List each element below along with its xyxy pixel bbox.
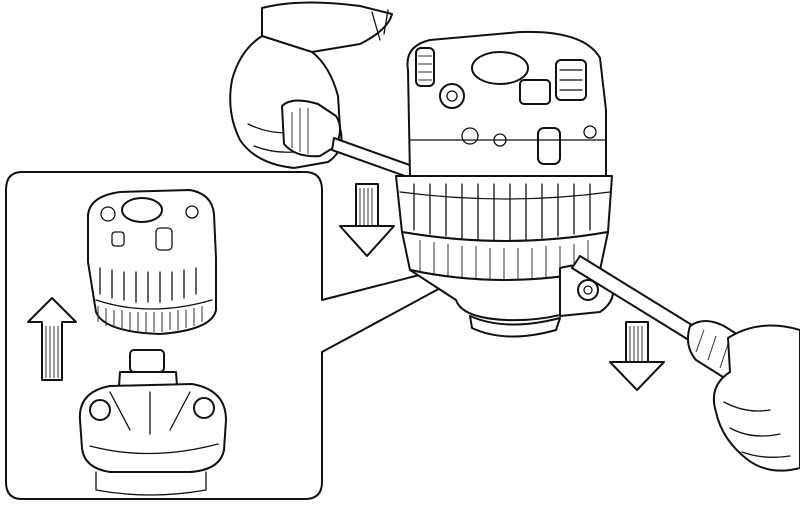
rear-cooling-fins bbox=[395, 175, 613, 242]
left-hand-with-screwdriver bbox=[229, 1, 419, 181]
screwdriver-handle-left bbox=[281, 99, 341, 158]
inset-drive-end-frame bbox=[78, 349, 227, 496]
arrow-down-icon bbox=[339, 183, 395, 257]
detail-inset bbox=[5, 171, 471, 500]
screwdriver-shaft-left bbox=[331, 137, 419, 181]
arrow-down-icon bbox=[609, 321, 665, 391]
arrow-up-icon bbox=[27, 297, 77, 381]
right-hand-with-screwdriver bbox=[571, 255, 800, 472]
inset-rear-housing bbox=[87, 189, 217, 335]
inset-frame bbox=[5, 171, 471, 500]
main-alternator bbox=[395, 30, 615, 338]
